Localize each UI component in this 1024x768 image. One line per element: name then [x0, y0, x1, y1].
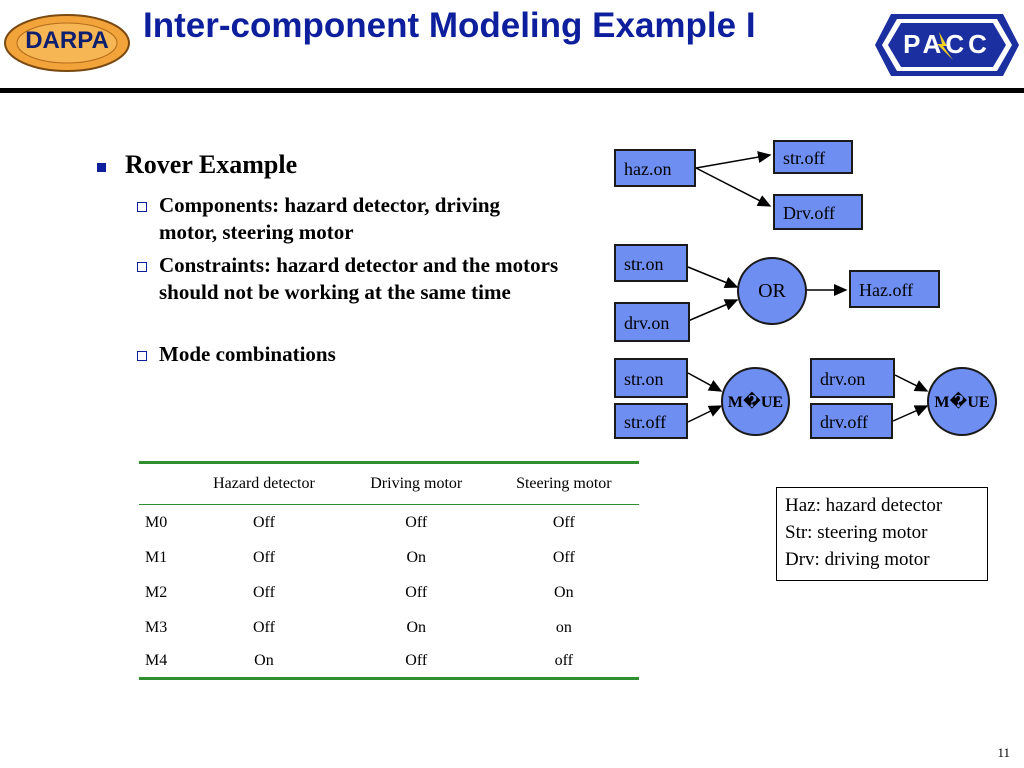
mutex-node-steering: M�UE: [721, 367, 790, 436]
darpa-logo: DARPA: [3, 13, 131, 73]
arrow-hazon-to-stroff: [695, 151, 772, 169]
table-cell: Off: [405, 583, 428, 601]
page-number: 11: [997, 745, 1010, 760]
header-divider: [0, 88, 1024, 93]
square-bullet-icon: [97, 163, 106, 172]
table-header-cell: Driving motor: [343, 461, 489, 505]
table-cell: on: [555, 618, 572, 636]
table-cell: Off: [343, 645, 489, 680]
arrow-drvon-to-or: [687, 299, 739, 322]
arrow-drvon-to-mutex: [894, 374, 929, 392]
mutex-node-driving: M�UE: [927, 367, 997, 436]
or-gate-label: OR: [758, 279, 786, 302]
table-cell: off: [488, 645, 639, 680]
sub-bullet-text: Constraints: hazard detector and the mot…: [159, 253, 559, 304]
node-str-off-2: str.off: [614, 403, 688, 439]
hollow-square-bullet-icon: [137, 202, 147, 212]
sub-bullet-text: Components: hazard detector, driving mot…: [159, 193, 501, 244]
legend-line: Drv: driving motor: [785, 549, 930, 570]
sub-bullet-1: Components: hazard detector, driving mot…: [137, 192, 507, 246]
sub-bullet-3: Mode combinations: [137, 341, 507, 368]
node-haz-off: Haz.off: [849, 270, 940, 308]
node-str-off: str.off: [773, 140, 853, 174]
mutex-label: M�UE: [727, 393, 784, 411]
table-cell: Off: [252, 618, 275, 636]
table-cell: M2: [145, 583, 168, 601]
mode-combinations-table: Hazard detector Driving motor Steering m…: [139, 461, 639, 680]
node-drv-off: Drv.off: [773, 194, 863, 230]
node-drv-off-2: drv.off: [810, 403, 893, 439]
table-cell: M4: [139, 645, 185, 680]
pacc-logo-text: PACC: [903, 29, 991, 59]
table-cell: M3: [145, 618, 168, 636]
table-cell: Off: [252, 583, 275, 601]
darpa-logo-text: DARPA: [25, 27, 109, 54]
node-haz-on: haz.on: [614, 149, 696, 187]
arrow-stroff-to-mutex: [687, 405, 723, 423]
legend-line: Str: steering motor: [785, 522, 928, 543]
sub-bullet-2: Constraints: hazard detector and the mot…: [137, 252, 567, 306]
hollow-square-bullet-icon: [137, 351, 147, 361]
arrow-stron-to-or: [687, 266, 739, 289]
node-str-on-2: str.on: [614, 358, 688, 398]
table-cell: On: [406, 548, 427, 566]
node-str-on: str.on: [614, 244, 688, 282]
table-header-cell: Steering motor: [488, 461, 639, 505]
table-row: M0 Off Off Off: [139, 505, 639, 541]
table-cell: Off: [552, 513, 575, 531]
table-header-cell: [139, 461, 185, 505]
bullet-main-text: Rover Example: [125, 150, 298, 179]
mutex-label: M�UE: [934, 393, 990, 411]
table-cell: On: [406, 618, 427, 636]
table-row: M3 Off On on: [139, 610, 639, 645]
table-cell: Off: [252, 513, 275, 531]
table-row: M1 Off On Off: [139, 540, 639, 575]
table-cell: M0: [145, 513, 168, 531]
table-row: M4 On Off off: [139, 645, 639, 680]
table-cell: M1: [145, 548, 168, 566]
table-cell: Off: [252, 548, 275, 566]
pacc-logo: PACC: [873, 12, 1021, 78]
table-cell: On: [184, 645, 344, 680]
table-cell: Off: [405, 513, 428, 531]
arrow-drvoff-to-mutex: [892, 405, 929, 422]
hollow-square-bullet-icon: [137, 262, 147, 272]
table-header-cell: Hazard detector: [184, 461, 344, 505]
node-drv-on-2: drv.on: [810, 358, 895, 398]
arrow-stron-to-mutex: [687, 372, 723, 392]
sub-bullet-text: Mode combinations: [159, 342, 336, 366]
abbreviation-legend: Haz: hazard detector Str: steering motor…: [776, 487, 988, 581]
table-cell: On: [554, 583, 574, 601]
arrow-hazon-to-drvoff: [695, 167, 772, 207]
slide-title: Inter-component Modeling Example I: [143, 6, 756, 45]
table-header-row: Hazard detector Driving motor Steering m…: [139, 461, 639, 505]
node-drv-on: drv.on: [614, 302, 690, 342]
table-row: M2 Off Off On: [139, 575, 639, 610]
or-gate-node: OR: [737, 257, 807, 325]
table-cell: Off: [552, 548, 575, 566]
legend-line: Haz: hazard detector: [785, 495, 943, 516]
